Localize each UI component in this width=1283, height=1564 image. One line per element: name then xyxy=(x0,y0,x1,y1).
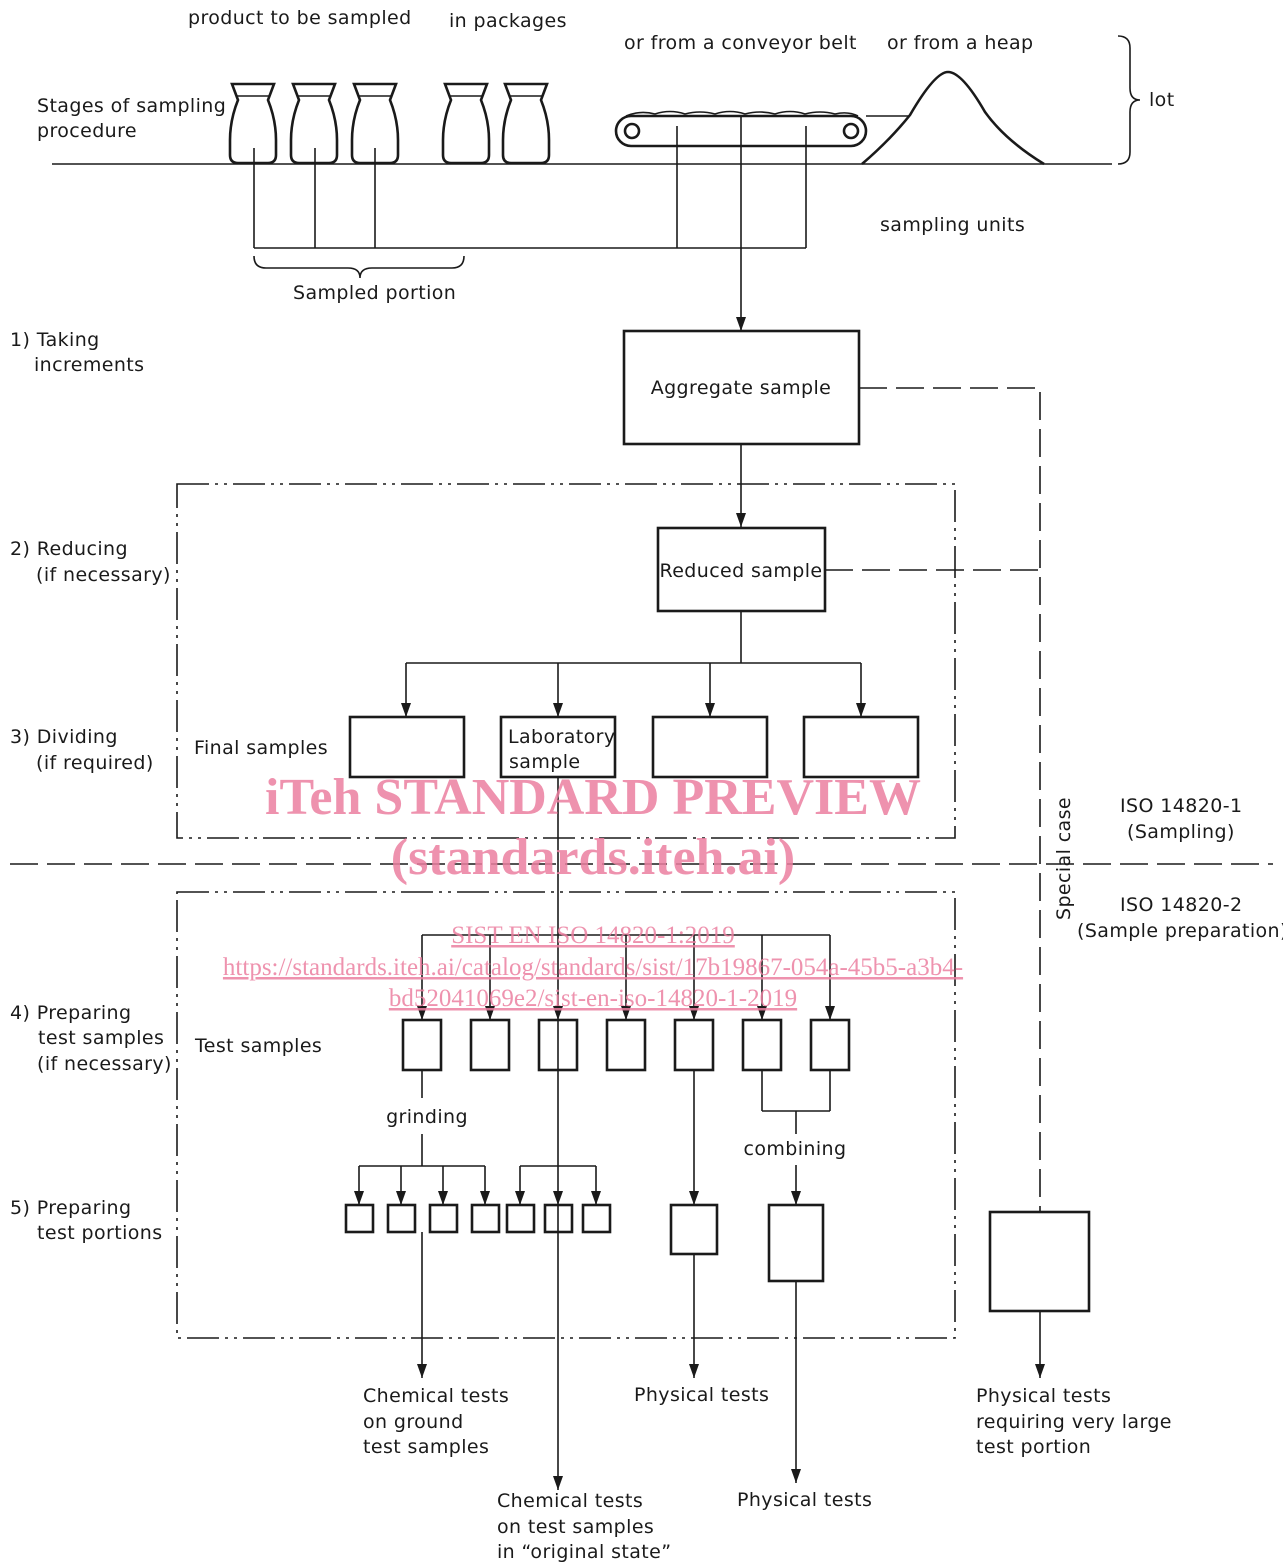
watermark: iTeh STANDARD PREVIEW (standards.iteh.ai… xyxy=(223,769,963,1012)
lot-illustration xyxy=(52,35,1141,331)
final-sample-box xyxy=(651,715,769,779)
test-sample-box xyxy=(469,1018,511,1072)
grinding-label: grinding xyxy=(386,1106,468,1128)
final-sample-box xyxy=(348,715,466,779)
stage-4-label-sub2: (if necessary) xyxy=(37,1053,172,1075)
test-portion-box xyxy=(470,1203,501,1234)
stage-4-label-sub1: test samples xyxy=(38,1027,164,1049)
physical-tests-large-line1: Physical tests xyxy=(976,1385,1111,1407)
package-icon xyxy=(289,82,339,165)
physical-tests-large-line2: requiring very large xyxy=(976,1411,1172,1433)
test-portion-box xyxy=(505,1203,536,1234)
reduced-sample-label: Reduced sample xyxy=(659,560,822,582)
stages-label-line2: procedure xyxy=(37,120,137,142)
stage-1-label: 1) Taking xyxy=(10,329,100,351)
preparation-frame xyxy=(176,891,956,1339)
chemical-tests-original-line1: Chemical tests xyxy=(497,1490,643,1512)
special-case-label: Special case xyxy=(1053,797,1075,920)
combining-label: combining xyxy=(744,1138,847,1160)
final-sample-box xyxy=(802,715,920,779)
combined-test-portion-box xyxy=(767,1203,825,1283)
chemical-tests-original-line2: on test samples xyxy=(497,1516,654,1538)
heap-label: or from a heap xyxy=(887,32,1033,54)
special-case-path xyxy=(859,387,1041,1212)
aggregate-sample-label: Aggregate sample xyxy=(651,377,832,399)
conveyor-belt-label: or from a conveyor belt xyxy=(624,32,857,54)
test-portion-box xyxy=(344,1203,375,1234)
sampled-portion-label: Sampled portion xyxy=(293,282,456,304)
package-icon xyxy=(441,82,491,165)
stage-3-label: 3) Dividing xyxy=(10,726,118,748)
watermark-title: iTeh STANDARD PREVIEW xyxy=(265,769,921,826)
iso-part2-sub: (Sample preparation) xyxy=(1077,920,1283,942)
heap-icon xyxy=(861,70,1045,166)
lot-label: lot xyxy=(1149,89,1175,111)
physical-tests-label: Physical tests xyxy=(634,1384,769,1406)
stage-2-label: 2) Reducing xyxy=(10,538,128,560)
test-sample-box xyxy=(741,1018,783,1072)
test-sample-box xyxy=(605,1018,647,1072)
watermark-site: (standards.iteh.ai) xyxy=(391,829,795,886)
package-icon xyxy=(501,82,551,165)
very-large-test-portion-box xyxy=(988,1210,1091,1313)
stage-2-label-sub: (if necessary) xyxy=(36,564,171,586)
physical-tests-large-line3: test portion xyxy=(976,1436,1091,1458)
lot-brace xyxy=(1117,35,1141,165)
iso-part1-sub: (Sampling) xyxy=(1127,821,1235,843)
test-samples-label: Test samples xyxy=(194,1035,322,1057)
stage-4-label: 4) Preparing xyxy=(10,1002,131,1024)
iso-part2-label: ISO 14820-2 xyxy=(1120,894,1242,916)
physical-tests-combined-label: Physical tests xyxy=(737,1489,872,1511)
stage-3-label-sub: (if required) xyxy=(36,752,154,774)
test-portion-box xyxy=(428,1203,459,1234)
package-icon xyxy=(350,82,400,165)
watermark-url-line1: https://standards.iteh.ai/catalog/standa… xyxy=(223,954,963,981)
stage-5-label: 5) Preparing xyxy=(10,1197,131,1219)
stage-5-label-sub: test portions xyxy=(37,1222,163,1244)
sampled-portion-brace xyxy=(253,255,465,279)
watermark-url-line2: bd52041069e2/sist-en-iso-14820-1-2019 xyxy=(389,985,797,1012)
iso-part1-label: ISO 14820-1 xyxy=(1120,795,1242,817)
final-samples-label: Final samples xyxy=(194,737,328,759)
watermark-doc-id: SIST EN ISO 14820-1:2019 xyxy=(451,922,735,949)
physical-test-portion-box xyxy=(669,1203,719,1256)
in-packages-label: in packages xyxy=(449,10,567,32)
laboratory-sample-label-line1: Laboratory xyxy=(508,726,616,748)
chemical-tests-original-line3: in “original state” xyxy=(497,1541,671,1563)
test-portion-box xyxy=(581,1203,612,1234)
chemical-tests-ground-line2: on ground xyxy=(363,1411,464,1433)
laboratory-sample-label-line2: sample xyxy=(509,751,580,773)
product-to-be-sampled-label: product to be sampled xyxy=(188,7,412,29)
sampling-units-label: sampling units xyxy=(880,214,1025,236)
chemical-tests-ground-line3: test samples xyxy=(363,1436,489,1458)
test-sample-box xyxy=(401,1018,443,1072)
test-sample-box xyxy=(809,1018,851,1072)
stages-label-line1: Stages of sampling xyxy=(37,95,226,117)
sampling-frame xyxy=(176,483,956,839)
package-icon xyxy=(228,82,278,165)
chemical-tests-ground-line1: Chemical tests xyxy=(363,1385,509,1407)
test-sample-box xyxy=(673,1018,715,1072)
test-portion-box xyxy=(386,1203,417,1234)
stage-1-label-sub: increments xyxy=(34,354,144,376)
